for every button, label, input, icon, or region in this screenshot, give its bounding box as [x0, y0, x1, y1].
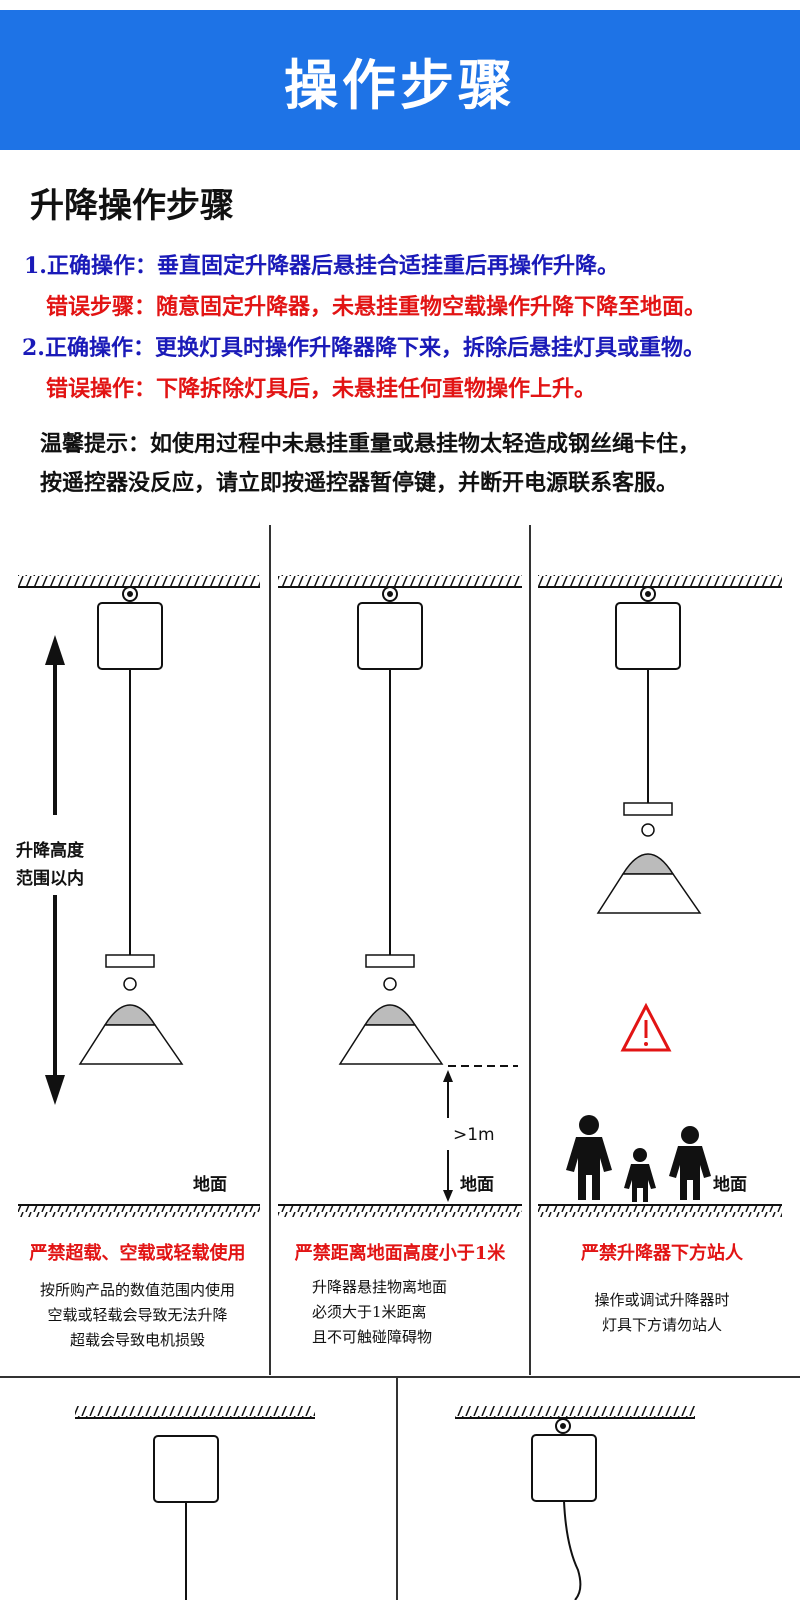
page-title: 操作步骤 — [284, 52, 516, 117]
warning-triangle-icon — [620, 1002, 672, 1052]
hoist-box — [531, 1434, 597, 1502]
panel-2-desc-1: 升降器悬挂物离地面 — [312, 1278, 448, 1296]
step-2-correct: 2.正确操作：更换灯具时操作升降器降下来，拆除后悬挂灯具或重物。 — [22, 335, 705, 361]
tip-line-1: 温馨提示：如使用过程中未悬挂重量或悬挂物太轻造成钢丝绳卡住， — [40, 431, 701, 457]
hoist-box — [615, 602, 681, 670]
panel-1-warning: 严禁超载、空载或轻载使用 — [29, 1243, 246, 1264]
person-icon — [566, 1115, 612, 1200]
panel-1-desc-1: 按所购产品的数值范围内使用 — [39, 1281, 235, 1299]
hoist-box — [357, 602, 423, 670]
header-banner: 操作步骤 — [0, 10, 800, 150]
panel-1-drawing — [18, 575, 260, 1217]
step-1-wrong: 错误步骤：随意固定升降器，未悬挂重物空载操作升降下降至地面。 — [46, 294, 707, 320]
hoist-box — [97, 602, 163, 670]
panel-3-desc-1: 操作或调试升降器时 — [594, 1291, 730, 1309]
panel-2-desc-2: 必须大于1米距离 — [312, 1303, 427, 1321]
step-2-wrong: 错误操作：下降拆除灯具后，未悬挂任何重物操作上升。 — [46, 376, 597, 402]
panel-1-desc-3: 超载会导致电机损毁 — [69, 1331, 205, 1349]
panel-3-desc-2: 灯具下方请勿站人 — [601, 1316, 722, 1334]
panel-1-desc-2: 空载或轻载会导致无法升降 — [47, 1306, 228, 1324]
range-label-2: 范围以内 — [16, 869, 84, 889]
lamp-shade — [338, 1024, 444, 1065]
ground-label: 地面 — [193, 1175, 227, 1195]
panel-2-drawing — [278, 575, 522, 1217]
ground-label: 地面 — [460, 1175, 494, 1195]
section-title: 升降操作步骤 — [30, 186, 234, 226]
panel-3-drawing — [538, 575, 782, 1217]
person-icon — [624, 1148, 656, 1202]
lamp-shade — [78, 1024, 184, 1065]
panel-5-drawing — [455, 1406, 695, 1600]
distance-label: >1m — [453, 1125, 495, 1145]
person-icon — [669, 1126, 711, 1200]
panel-2-warning: 严禁距离地面高度小于1米 — [294, 1243, 506, 1264]
hoist-box — [153, 1435, 219, 1503]
tip-line-2: 按遥控器没反应，请立即按遥控器暂停键，并断开电源联系客服。 — [40, 470, 679, 496]
ground-label: 地面 — [713, 1175, 747, 1195]
lamp-shade — [596, 873, 702, 914]
step-1-correct: 1.正确操作：垂直固定升降器后悬挂合适挂重后再操作升降。 — [24, 253, 619, 279]
panel-2-desc-3: 且不可触碰障碍物 — [312, 1328, 433, 1346]
panel-4-drawing — [75, 1406, 315, 1600]
panel-3-warning: 严禁升降器下方站人 — [581, 1243, 743, 1264]
range-label-1: 升降高度 — [16, 841, 84, 861]
